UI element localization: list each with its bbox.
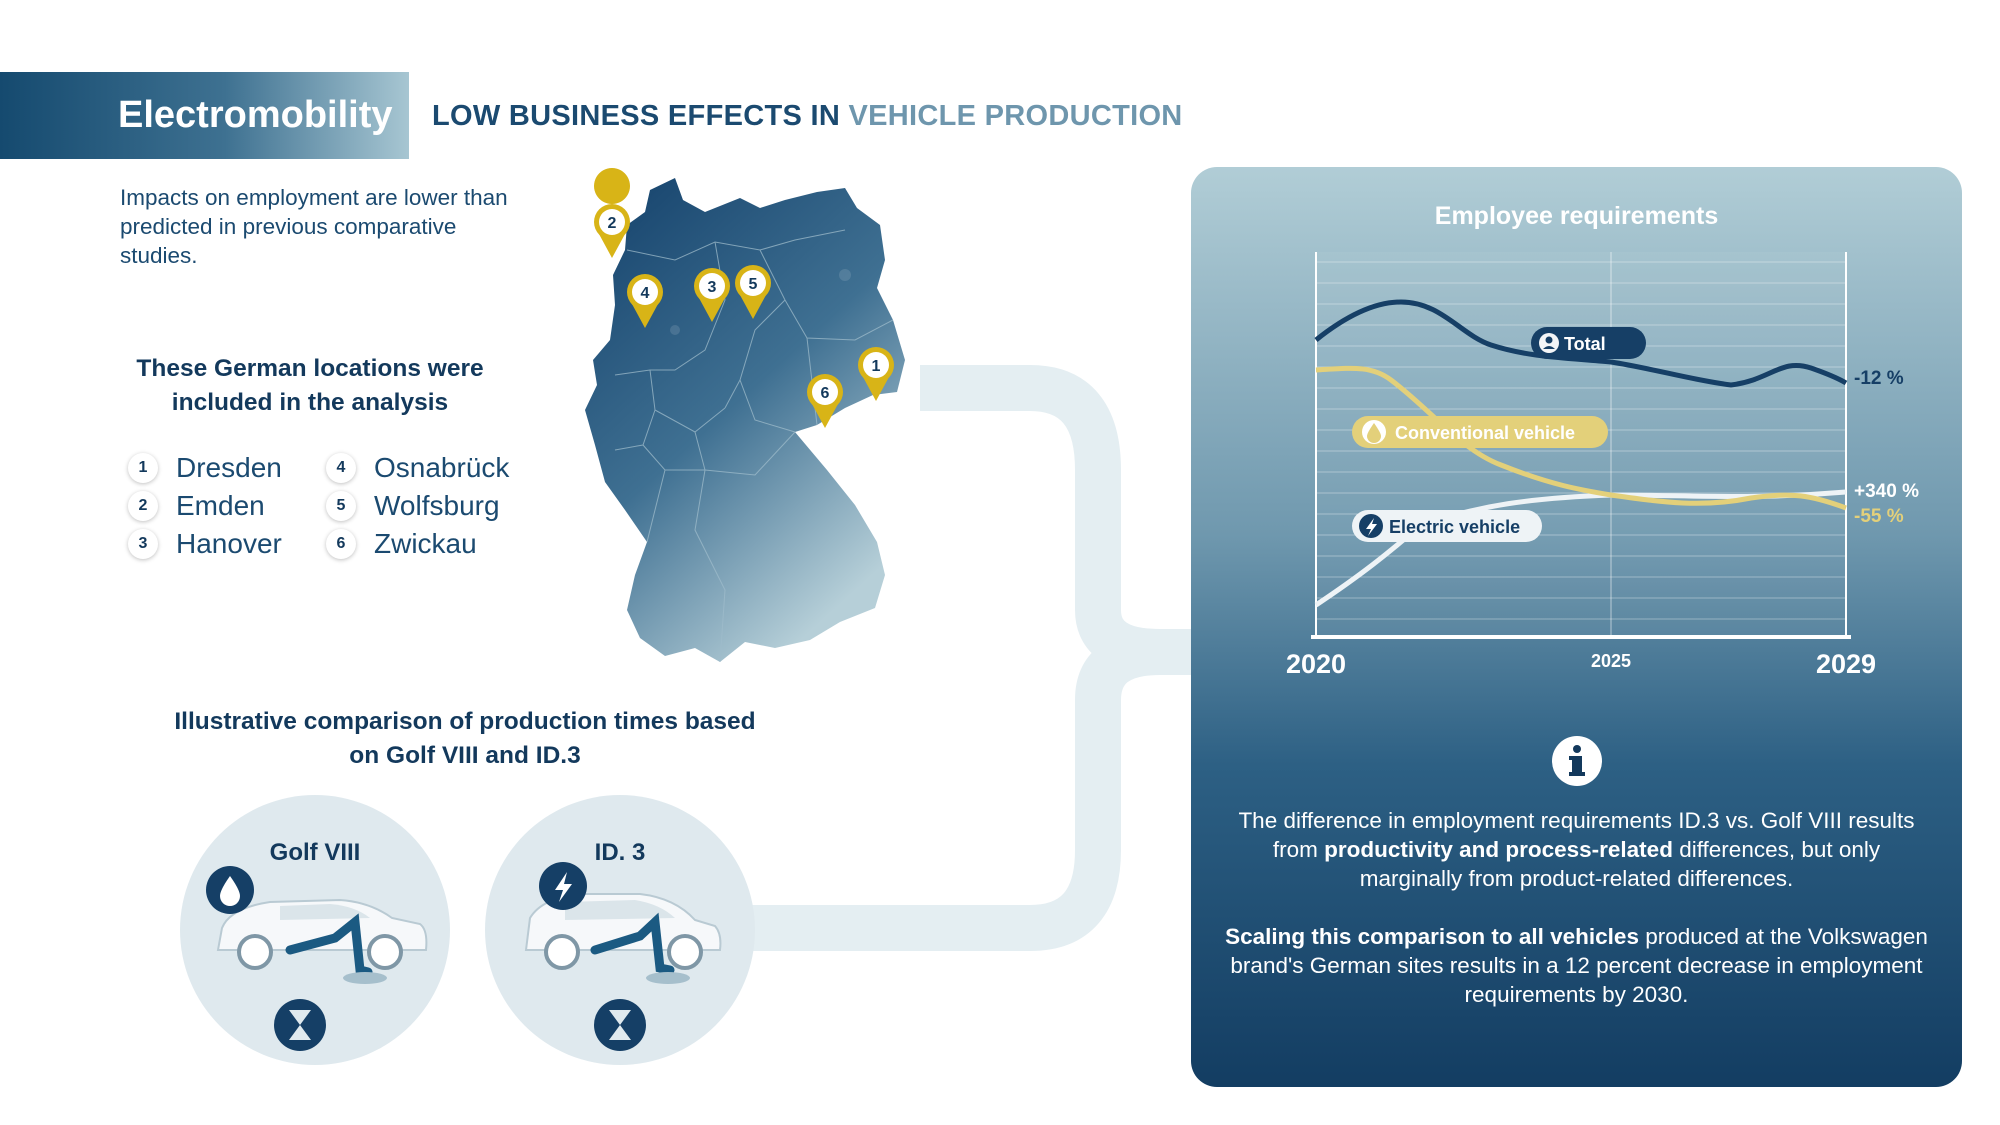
info-text: The difference in employment requirement… bbox=[1220, 806, 1933, 1038]
legend-total-label: Total bbox=[1564, 334, 1606, 354]
marker-5-pin-icon: 5 bbox=[735, 265, 771, 319]
marker-4-pin-icon: 4 bbox=[627, 274, 663, 328]
svg-text:4: 4 bbox=[641, 285, 650, 302]
location-number: 5 bbox=[326, 491, 356, 521]
location-number: 1 bbox=[128, 453, 158, 483]
series-line-electric bbox=[1314, 489, 1847, 608]
drop-icon bbox=[206, 866, 254, 914]
golf-label: Golf VIII bbox=[270, 839, 361, 866]
info-paragraph-1: The difference in employment requirement… bbox=[1220, 806, 1933, 893]
comparison-heading: Illustrative comparison of production ti… bbox=[174, 708, 756, 769]
location-name: Osnabrück bbox=[374, 452, 510, 483]
id3-car-icon bbox=[524, 893, 722, 970]
info-p2-text: produced at the Volkswagen brand's Germa… bbox=[1230, 924, 1928, 1007]
page-subtitle: LOW BUSINESS EFFECTS IN VEHICLE PRODUCTI… bbox=[432, 100, 1183, 133]
robot-arm-icon bbox=[285, 913, 387, 984]
employee-requirements-panel bbox=[1191, 167, 1962, 1087]
section-title: Electromobility bbox=[118, 94, 393, 136]
info-p2-bold: Scaling this comparison to all vehicles bbox=[1225, 924, 1639, 949]
location-name: Emden bbox=[176, 490, 265, 521]
lightning-icon bbox=[539, 862, 587, 910]
legend-conventional: Conventional vehicle bbox=[1352, 416, 1608, 448]
series-line-conventional bbox=[1315, 365, 1847, 511]
x-tick-label: 2020 bbox=[1286, 649, 1346, 679]
marker-3-pin-icon: 3 bbox=[694, 268, 730, 322]
legend-conventional-label: Conventional vehicle bbox=[1395, 423, 1575, 443]
location-number: 4 bbox=[326, 453, 356, 483]
marker-1-pin-icon: 1 bbox=[858, 347, 894, 401]
location-item: 5 Wolfsburg bbox=[326, 488, 500, 524]
info-p1-bold: productivity and process-related bbox=[1324, 837, 1673, 862]
location-item: 2 Emden bbox=[128, 488, 265, 524]
locations-heading: These German locations were included in … bbox=[136, 355, 484, 416]
location-item: 3 Hanover bbox=[128, 526, 282, 562]
end-label-electric: +340 % bbox=[1854, 481, 1919, 502]
svg-text:2: 2 bbox=[608, 215, 617, 232]
marker-2-pin-icon: 2 bbox=[594, 168, 631, 258]
svg-text:1: 1 bbox=[872, 358, 881, 375]
legend-total: Total bbox=[1531, 327, 1646, 359]
hourglass-icon bbox=[594, 999, 646, 1051]
end-label-total: -12 % bbox=[1854, 368, 1904, 389]
marker-6-pin-icon: 6 bbox=[807, 374, 843, 428]
production-comparison: Golf VIII ID. 3 bbox=[180, 795, 755, 1065]
germany-map bbox=[585, 178, 905, 663]
svg-text:3: 3 bbox=[708, 279, 717, 296]
location-number: 2 bbox=[128, 491, 158, 521]
subtitle-part-a: LOW BUSINESS EFFECTS IN bbox=[432, 100, 849, 132]
end-label-conventional: -55 % bbox=[1854, 506, 1904, 527]
location-number: 3 bbox=[128, 529, 158, 559]
location-item: 1 Dresden bbox=[128, 450, 282, 486]
section-banner: Electromobility bbox=[0, 72, 409, 159]
chart-title: Employee requirements bbox=[1434, 202, 1719, 230]
employee-requirements-chart: Total Conventional vehicle Electric vehi… bbox=[1286, 252, 1919, 679]
location-name: Dresden bbox=[176, 452, 282, 483]
svg-text:5: 5 bbox=[749, 276, 758, 293]
x-tick-label: 2025 bbox=[1591, 651, 1631, 671]
location-name: Zwickau bbox=[374, 528, 477, 559]
info-p1-text: The difference in employment requirement… bbox=[1238, 808, 1915, 862]
series-line-total bbox=[1314, 299, 1848, 388]
location-name: Wolfsburg bbox=[374, 490, 500, 521]
svg-text:6: 6 bbox=[821, 385, 830, 402]
legend-electric-label: Electric vehicle bbox=[1389, 517, 1520, 537]
location-number: 6 bbox=[326, 529, 356, 559]
location-name: Hanover bbox=[176, 528, 282, 559]
id3-label: ID. 3 bbox=[595, 839, 646, 866]
info-p1-text-end: differences, but only marginally from pr… bbox=[1359, 837, 1881, 891]
location-item: 6 Zwickau bbox=[326, 526, 477, 562]
info-icon bbox=[1552, 736, 1602, 786]
golf-car-icon bbox=[216, 898, 428, 970]
hourglass-icon bbox=[274, 999, 326, 1051]
x-tick-label: 2029 bbox=[1816, 649, 1876, 679]
robot-arm-icon bbox=[590, 912, 690, 984]
intro-text: Impacts on employment are lower than pre… bbox=[120, 185, 508, 268]
subtitle-part-b: VEHICLE PRODUCTION bbox=[848, 100, 1183, 132]
location-item: 4 Osnabrück bbox=[326, 450, 509, 486]
info-paragraph-2: Scaling this comparison to all vehicles … bbox=[1220, 922, 1933, 1009]
legend-electric: Electric vehicle bbox=[1352, 510, 1542, 542]
